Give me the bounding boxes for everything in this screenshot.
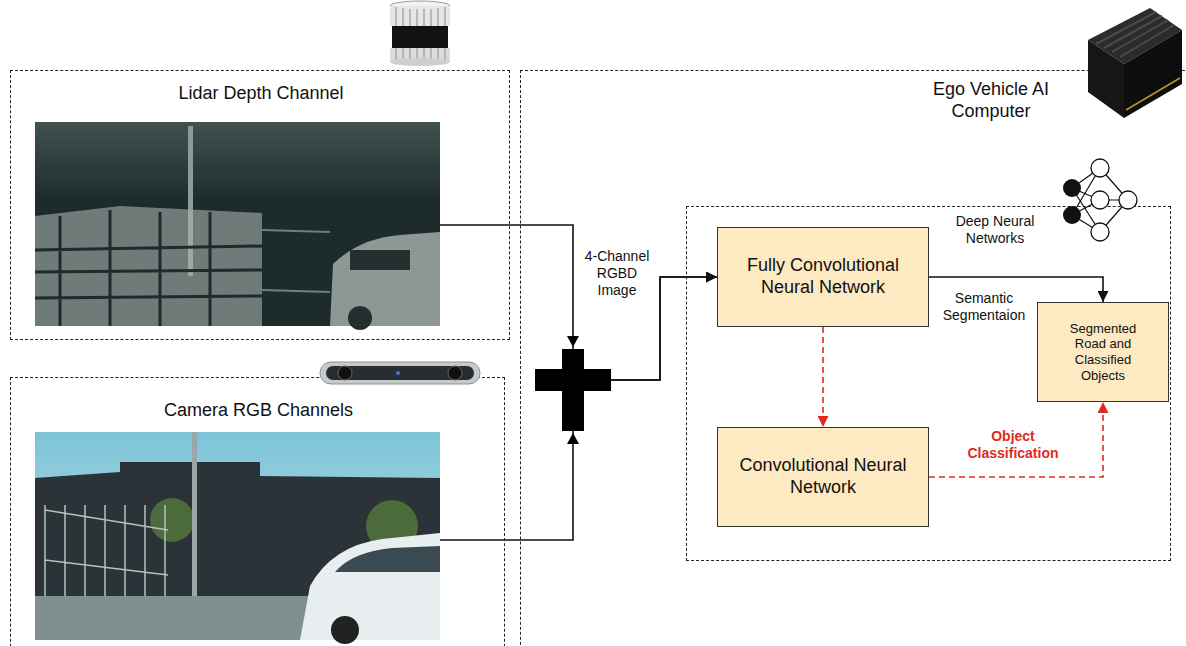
box-label: Convolutional Neural Network xyxy=(726,455,920,498)
lidar-sensor-icon xyxy=(392,26,448,48)
neural-network-icon xyxy=(1091,159,1109,177)
sensor-region: Camera RGB Channels xyxy=(10,377,505,646)
region-heading: Deep Neural Networks xyxy=(935,213,1055,247)
region-heading: Lidar Depth Channel xyxy=(11,83,511,105)
lidar-depth-image xyxy=(35,122,440,326)
stereo-camera-icon xyxy=(396,371,400,375)
neural-network-icon xyxy=(1072,168,1128,232)
ai-computer-icon xyxy=(1088,8,1182,118)
dashed-arrow xyxy=(929,402,1103,477)
camera-rgb-image xyxy=(300,533,440,640)
neural-network-icon xyxy=(1091,223,1109,241)
lidar-sensor-icon xyxy=(396,48,445,62)
lidar-depth-image xyxy=(348,306,372,330)
signal-label: 4-Channel RGBD Image xyxy=(582,248,652,298)
sensor-region: Lidar Depth Channel xyxy=(10,70,510,340)
camera-rgb-image xyxy=(331,616,359,644)
ai-computer-icon xyxy=(1126,78,1180,110)
camera-rgb-image xyxy=(192,432,197,602)
lidar-sensor-icon xyxy=(390,6,450,26)
box-label: Segmented Road and Classified Objects xyxy=(1060,321,1146,383)
lidar-sensor-icon xyxy=(390,1,450,11)
neural-network-icon xyxy=(1091,191,1109,209)
ai-computer-icon xyxy=(1096,12,1174,57)
flow-arrow xyxy=(440,277,717,540)
stereo-camera-icon xyxy=(448,366,462,380)
stereo-camera-icon xyxy=(320,362,480,384)
output-box: Segmented Road and Classified Objects xyxy=(1037,302,1169,402)
region-heading: Camera RGB Channels xyxy=(11,400,506,422)
camera-rgb-image xyxy=(35,432,440,640)
lidar-sensor-icon xyxy=(390,58,450,66)
lidar-sensor-icon xyxy=(390,48,450,62)
computer-region: Ego Vehicle AI ComputerDeep Neural Netwo… xyxy=(520,70,1186,646)
lidar-depth-image xyxy=(35,206,262,326)
ai-computer-icon xyxy=(1124,30,1182,118)
neural-network-icon xyxy=(1063,206,1081,224)
fusion-plus-symbol xyxy=(535,369,611,391)
camera-rgb-image xyxy=(150,498,194,542)
neural-network-icon xyxy=(1063,159,1137,241)
lidar-depth-image xyxy=(262,230,330,292)
ai-computer-icon xyxy=(1088,40,1124,118)
camera-rgb-image xyxy=(35,432,440,644)
camera-rgb-image xyxy=(335,546,440,572)
process-box: Convolutional Neural Network xyxy=(717,427,929,527)
stereo-camera-icon xyxy=(326,366,474,380)
stereo-camera-icon xyxy=(338,366,352,380)
network-group: Deep Neural NetworksFully Convolutional … xyxy=(686,206,1171,561)
edge-label: Semantic Segmentaion xyxy=(938,290,1030,324)
camera-rgb-image xyxy=(45,505,168,612)
region-heading: Ego Vehicle AI Computer xyxy=(926,79,1056,122)
lidar-depth-image xyxy=(35,210,262,326)
lidar-depth-image xyxy=(350,250,410,270)
fusion-plus-symbol xyxy=(567,336,579,347)
lidar-depth-image xyxy=(35,122,440,202)
process-box: Fully Convolutional Neural Network xyxy=(717,227,929,327)
lidar-sensor-icon xyxy=(390,1,450,66)
neural-network-icon xyxy=(1119,191,1137,209)
dashed-arrow xyxy=(822,327,824,427)
neural-network-icon xyxy=(1063,179,1081,197)
lidar-depth-image xyxy=(35,122,440,330)
lidar-depth-image xyxy=(330,232,440,326)
stereo-camera-icon xyxy=(320,362,480,384)
ai-computer-icon xyxy=(1088,8,1182,64)
box-label: Fully Convolutional Neural Network xyxy=(726,255,920,298)
edge-label: Object Classification xyxy=(958,428,1068,462)
fusion-plus-symbol xyxy=(567,433,579,444)
lidar-sensor-icon xyxy=(396,7,445,26)
